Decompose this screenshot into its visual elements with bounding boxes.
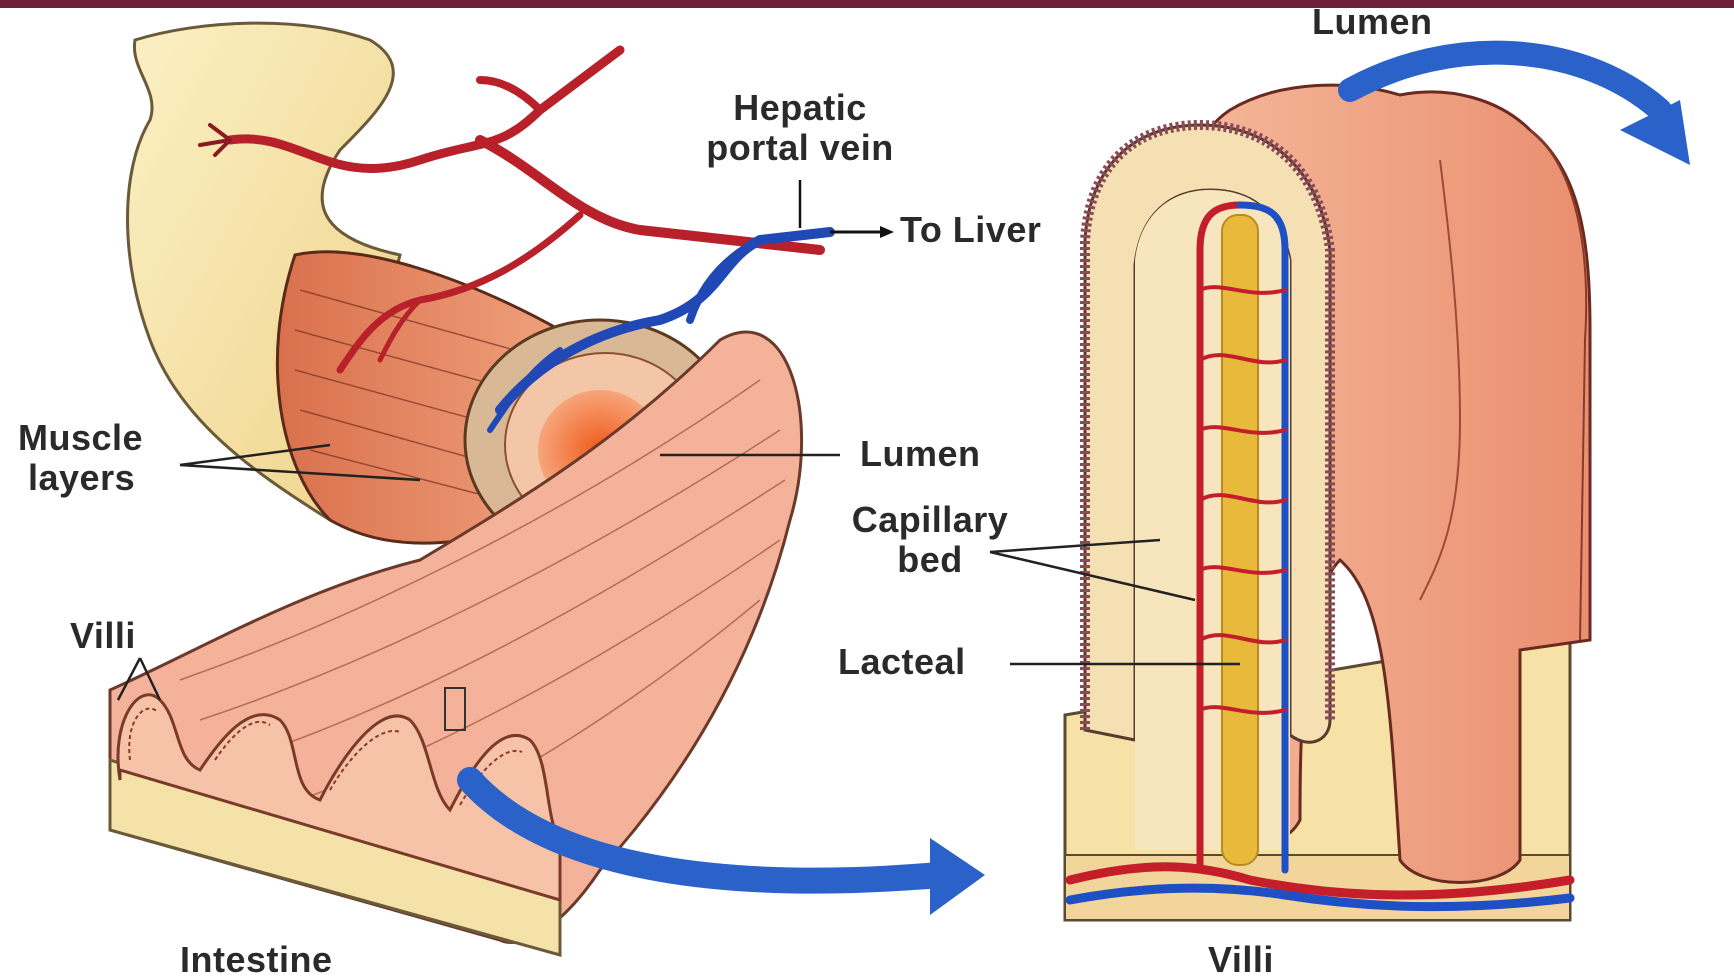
label-lumen-mid: Lumen <box>860 434 981 474</box>
label-hepatic-portal-vein: Hepatic portal vein <box>680 88 920 169</box>
label-lacteal: Lacteal <box>838 642 966 682</box>
label-lumen-top: Lumen <box>1312 2 1433 42</box>
label-capillary-bed: Capillary bed <box>830 500 1030 581</box>
label-villi-bottom: Villi <box>1208 940 1274 980</box>
label-muscle-line1: Muscle <box>18 418 143 458</box>
label-to-liver: To Liver <box>900 210 1041 250</box>
label-hepatic-line2: portal vein <box>680 128 920 168</box>
label-capillary-line1: Capillary <box>830 500 1030 540</box>
label-intestine: Intestine <box>180 940 333 980</box>
label-capillary-line2: bed <box>830 540 1030 580</box>
label-hepatic-line1: Hepatic <box>680 88 920 128</box>
label-muscle-line2: layers <box>18 458 143 498</box>
label-muscle-layers: Muscle layers <box>18 418 143 499</box>
lacteal-channel <box>1222 215 1258 865</box>
label-villi-left: Villi <box>70 616 136 656</box>
